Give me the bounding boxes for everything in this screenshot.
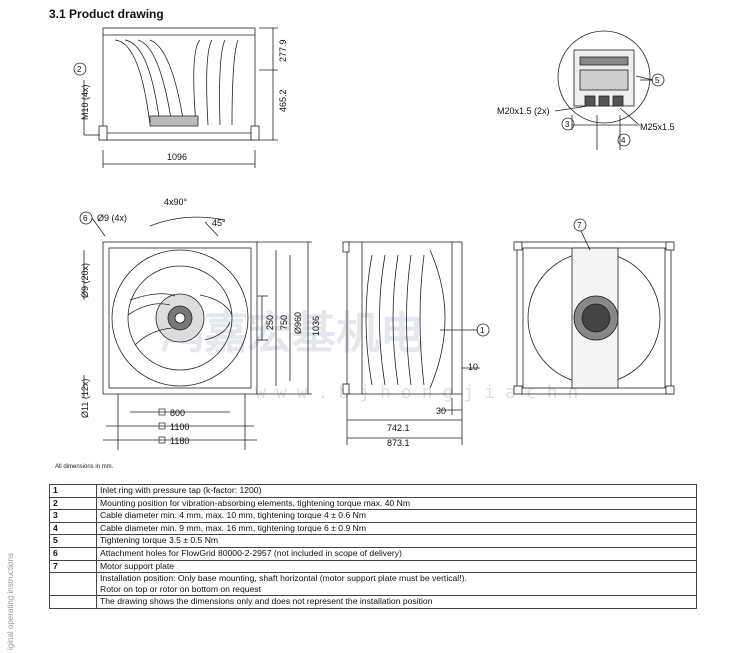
dim-m20: M20x1.5 (2x) — [497, 106, 550, 116]
callout-3-label: 3 — [565, 120, 570, 129]
row-number: 2 — [49, 496, 97, 511]
dim-10: 10 — [468, 362, 478, 372]
table-row: 3 Cable diameter min. 4 mm, max. 10 mm, … — [49, 509, 697, 523]
callout-5-label: 5 — [655, 76, 660, 85]
rear-view — [513, 230, 675, 395]
row-text: Installation position: Only base mountin… — [96, 572, 697, 597]
callout-6 — [79, 211, 93, 225]
section-heading: 3.1 Product drawing — [49, 7, 164, 21]
callout-7 — [573, 218, 587, 232]
dim-742: 742.1 — [387, 423, 410, 433]
dim-1180: 1180 — [170, 436, 189, 446]
callout-4 — [617, 133, 631, 147]
dim-1036: 1036 — [311, 316, 321, 336]
row-text: The drawing shows the dimensions only an… — [96, 595, 697, 609]
dim-1096: 1096 — [167, 152, 187, 162]
dim-30: 30 — [436, 406, 446, 416]
table-row: 7 Motor support plate — [49, 559, 697, 574]
legend-table: 1 Inlet ring with pressure tap (k-factor… — [49, 484, 697, 609]
side-view-top — [83, 27, 278, 168]
row-number: 3 — [49, 509, 97, 523]
table-row: 2 Mounting position for vibration-absorb… — [49, 496, 697, 511]
row-text-line2: Rotor on top or rotor on bottom on reque… — [100, 584, 261, 595]
callout-2-label: 2 — [77, 65, 82, 74]
dim-277-9: 277.9 — [278, 39, 288, 62]
dim-45: 45° — [212, 218, 226, 228]
row-text: Tightening torque 3.5 ± 0.5 Nm — [96, 534, 697, 548]
side-view-bottom — [342, 241, 480, 445]
dim-holes-top: Ø9 (4x) — [97, 213, 127, 223]
row-number: 5 — [49, 534, 97, 548]
dim-873: 873.1 — [387, 438, 410, 448]
row-number: 4 — [49, 521, 97, 536]
dim-1100: 1100 — [170, 422, 189, 432]
row-text-line1: Installation position: Only base mountin… — [100, 573, 467, 584]
dim-960: Ø960 — [293, 312, 303, 334]
square-symbols — [158, 408, 166, 444]
table-row: The drawing shows the dimensions only an… — [49, 595, 697, 609]
table-row: 4 Cable diameter min. 9 mm, max. 16 mm, … — [49, 521, 697, 536]
product-drawing: 鸿嘉宏基机电 www.bjhongjiachn 1096 277.9 465.2… — [73, 27, 675, 450]
table-row: 6 Attachment holes for FlowGrid 80000-2-… — [49, 546, 697, 561]
row-text: Attachment holes for FlowGrid 80000-2-29… — [96, 546, 697, 561]
row-number: 6 — [49, 546, 97, 561]
dim-m10: M10 (4x) — [80, 84, 90, 120]
callout-1-label: 1 — [480, 326, 485, 335]
dim-holes-side: Ø9 (20x) — [80, 263, 90, 298]
callout-6-label: 6 — [83, 214, 88, 223]
callout-3 — [561, 117, 575, 131]
row-text: Cable diameter min. 9 mm, max. 16 mm, ti… — [96, 521, 697, 536]
terminal-box-detail — [554, 30, 654, 150]
side-margin-text: iginal operating instructions — [6, 553, 15, 650]
callout-5 — [651, 73, 665, 87]
row-text: Motor support plate — [96, 559, 697, 574]
row-number: 1 — [49, 484, 97, 498]
dim-4x90: 4x90° — [164, 197, 188, 207]
dim-250: 250 — [265, 315, 275, 330]
callout-4-label: 4 — [621, 136, 626, 145]
row-text: Mounting position for vibration-absorbin… — [96, 496, 697, 511]
callout-2 — [73, 62, 87, 76]
callout-7-label: 7 — [577, 221, 582, 230]
row-number — [49, 595, 97, 609]
table-row: Installation position: Only base mountin… — [49, 572, 697, 597]
row-text: Inlet ring with pressure tap (k-factor: … — [96, 484, 697, 498]
dim-750: 750 — [279, 315, 289, 330]
watermark-url: www.bjhongjiachn — [255, 382, 588, 403]
table-row: 5 Tightening torque 3.5 ± 0.5 Nm — [49, 534, 697, 548]
dim-465-2: 465.2 — [278, 89, 288, 112]
dim-800: 800 — [170, 408, 185, 418]
row-number: 7 — [49, 559, 97, 574]
dim-m25: M25x1.5 — [640, 122, 675, 132]
row-text: Cable diameter min. 4 mm, max. 10 mm, ti… — [96, 509, 697, 523]
table-row: 1 Inlet ring with pressure tap (k-factor… — [49, 484, 697, 498]
row-number — [49, 572, 97, 597]
dimensions-note: All dimensions in mm. — [55, 464, 114, 470]
callout-1 — [476, 323, 490, 337]
dim-holes-bottom: Ø11 (12x) — [80, 379, 90, 418]
front-view — [83, 216, 312, 450]
